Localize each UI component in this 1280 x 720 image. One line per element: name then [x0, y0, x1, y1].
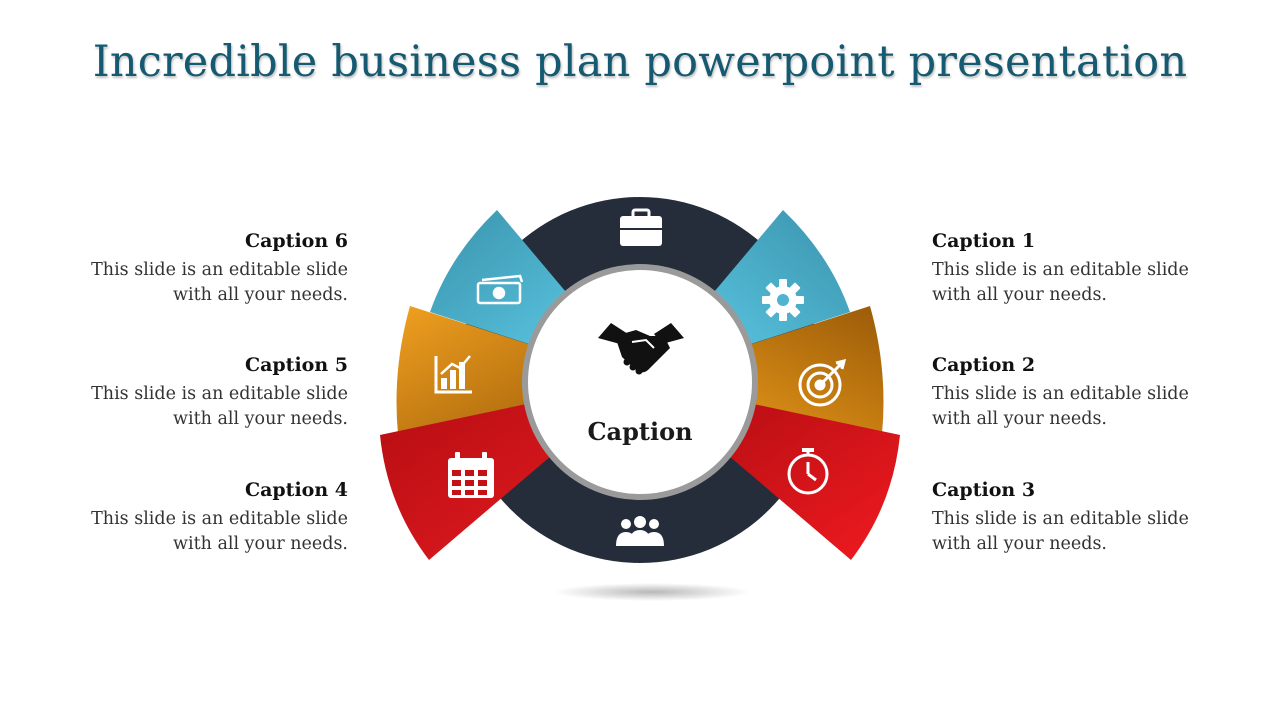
caption-4-title: Caption 4 — [244, 479, 348, 501]
center-caption: Caption — [587, 417, 692, 446]
gear-icon — [762, 279, 804, 321]
center-disc — [528, 270, 752, 494]
caption-1-title: Caption 1 — [932, 230, 1036, 252]
caption-3-line-2: with all your needs. — [932, 534, 1107, 554]
team-icon — [616, 516, 664, 546]
calendar-icon — [448, 452, 494, 498]
caption-5-line-2: with all your needs. — [173, 409, 348, 429]
caption-3-title: Caption 3 — [932, 479, 1036, 501]
caption-6-line-2: with all your needs. — [173, 285, 348, 305]
caption-1-line-1: This slide is an editable slide — [932, 260, 1189, 280]
caption-2-line-1: This slide is an editable slide — [932, 384, 1189, 404]
caption-6-line-1: This slide is an editable slide — [91, 260, 348, 280]
caption-5-line-1: This slide is an editable slide — [91, 384, 348, 404]
caption-4-line-2: with all your needs. — [173, 534, 348, 554]
bar-chart-icon — [434, 355, 472, 394]
diagram-shadow — [554, 583, 750, 601]
caption-3-line-1: This slide is an editable slide — [932, 509, 1189, 529]
caption-1-line-2: with all your needs. — [932, 285, 1107, 305]
money-icon — [476, 274, 524, 305]
target-icon — [798, 358, 847, 407]
caption-5-block: Caption 5 This slide is an editable slid… — [58, 352, 348, 432]
caption-2-line-2: with all your needs. — [932, 409, 1107, 429]
petal-caption-5 — [396, 306, 640, 434]
caption-2-block: Caption 2 This slide is an editable slid… — [932, 352, 1222, 432]
caption-6-title: Caption 6 — [244, 230, 348, 252]
caption-4-block: Caption 4 This slide is an editable slid… — [58, 477, 348, 557]
briefcase-icon — [620, 208, 662, 246]
handshake-icon — [598, 323, 684, 375]
stopwatch-icon — [787, 448, 829, 495]
page-title: Incredible business plan powerpoint pres… — [92, 37, 1188, 87]
caption-1-block: Caption 1 This slide is an editable slid… — [932, 228, 1222, 308]
caption-3-block: Caption 3 This slide is an editable slid… — [932, 477, 1222, 557]
caption-6-block: Caption 6 This slide is an editable slid… — [58, 228, 348, 308]
caption-5-title: Caption 5 — [244, 354, 348, 376]
caption-4-line-1: This slide is an editable slide — [91, 509, 348, 529]
caption-2-title: Caption 2 — [932, 354, 1036, 376]
petal-caption-2 — [640, 306, 884, 434]
